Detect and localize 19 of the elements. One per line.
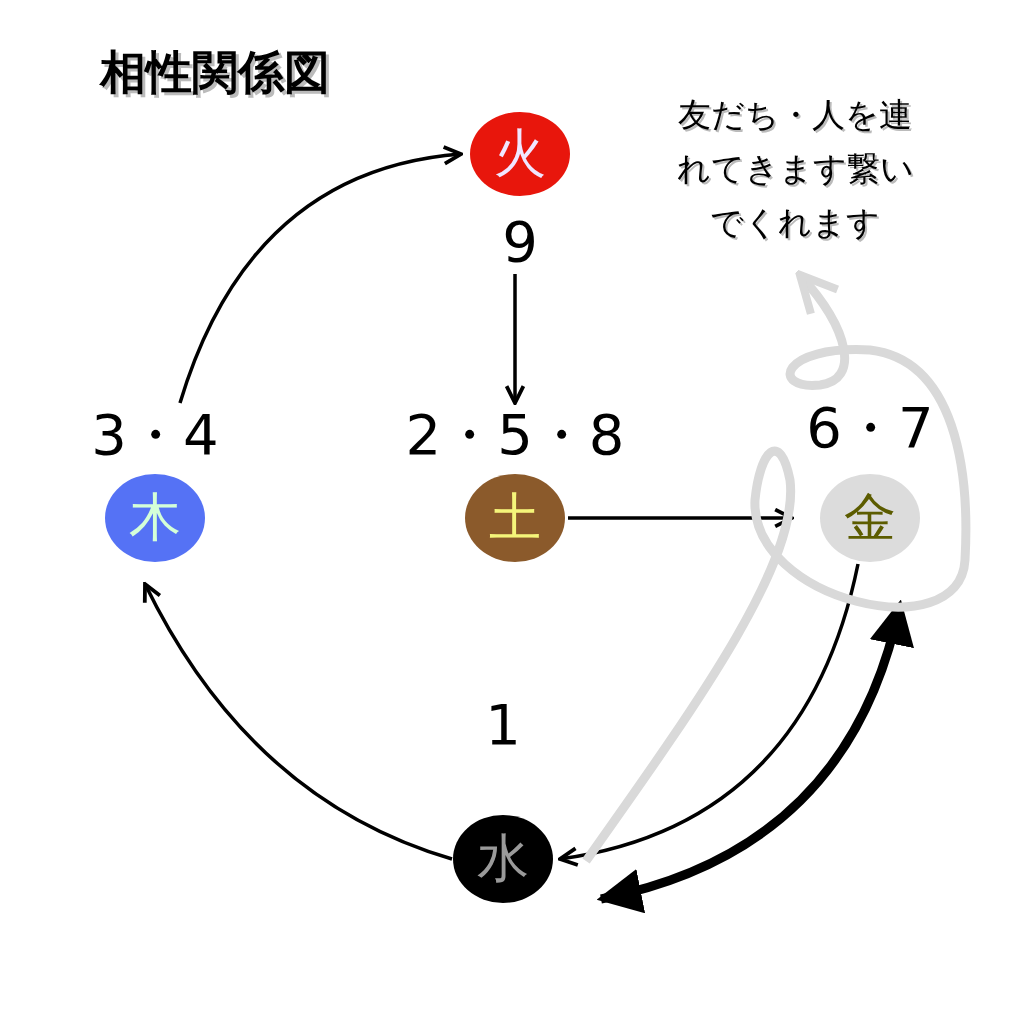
number-label: 2・5・8 bbox=[405, 405, 625, 465]
arrow bbox=[504, 274, 526, 405]
arrow bbox=[178, 145, 463, 404]
number-label: 3・4 bbox=[91, 405, 219, 465]
element-circle: 水 bbox=[453, 815, 553, 903]
arrow bbox=[143, 582, 453, 861]
arrow bbox=[582, 270, 971, 864]
arrow bbox=[558, 563, 860, 867]
note-text: 友だち・人を連れてきます繋いでくれます bbox=[675, 94, 915, 244]
arrow bbox=[568, 507, 794, 529]
number-label: 9 bbox=[502, 212, 538, 272]
arrow bbox=[596, 599, 913, 912]
number-label: 1 bbox=[485, 695, 521, 755]
title: 相性関係図 bbox=[100, 44, 330, 101]
element-circle: 火 bbox=[470, 112, 570, 196]
number-label: 6・7 bbox=[806, 398, 934, 458]
element-circle: 金 bbox=[820, 474, 920, 562]
element-circle: 木 bbox=[105, 474, 205, 562]
element-circle: 土 bbox=[465, 474, 565, 562]
